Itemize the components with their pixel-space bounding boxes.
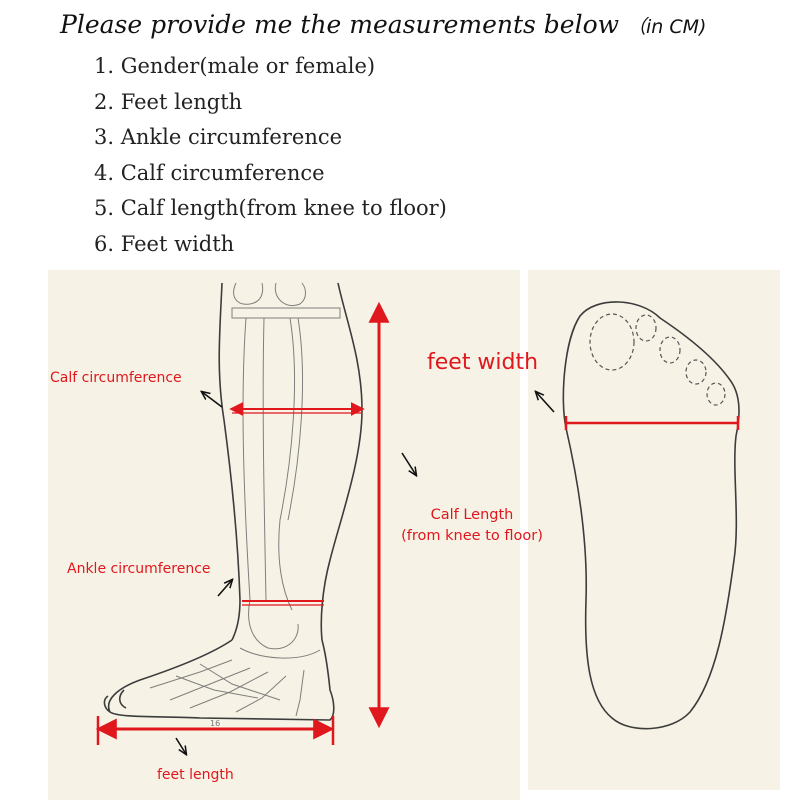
calf-length-pointer-icon [401, 452, 416, 475]
calf-circumference-pointer-icon [202, 392, 223, 408]
list-item-ankle-circumference: 3. Ankle circumference [94, 125, 343, 149]
heading-unit: （in CM) [627, 16, 707, 38]
measurement-list: 1. Gender(male or female) 2. Feet length… [94, 50, 447, 263]
calf-length-label-line1: Calf Length [430, 507, 514, 523]
ankle-circumference-pointer-icon [217, 580, 232, 597]
heading-text: Please provide me the measurements below [60, 10, 620, 39]
calf-length-label: Calf Length (from knee to floor) [384, 505, 560, 547]
calf-circumference-label: Calf circumference [50, 370, 182, 386]
calf-length-label-line2: (from knee to floor) [401, 528, 543, 544]
feet-length-label: feet length [157, 767, 234, 783]
feet-width-pointer-icon [536, 392, 555, 413]
foot-sole-outline [562, 301, 740, 730]
foot-diagram-panel [528, 270, 780, 790]
list-item-calf-length: 5. Calf length(from knee to floor) [94, 196, 447, 220]
toe-outlines [589, 313, 726, 406]
ankle-circumference-label: Ankle circumference [67, 561, 211, 577]
list-item-gender: 1. Gender(male or female) [94, 54, 376, 78]
leg-outline [103, 282, 363, 721]
leg-diagram-panel [48, 270, 520, 800]
feet-length-pointer-icon [175, 737, 186, 754]
instructions-heading: Please provide me the measurements below… [60, 10, 800, 39]
feet-width-label: feet width [427, 350, 539, 375]
list-item-feet-width: 6. Feet width [94, 231, 235, 256]
list-item-feet-length: 2. Feet length [94, 89, 243, 114]
scale-mark: 16 [210, 719, 220, 728]
list-item-calf-circumference: 4. Calf circumference [94, 160, 325, 185]
leg-bones [149, 282, 341, 717]
